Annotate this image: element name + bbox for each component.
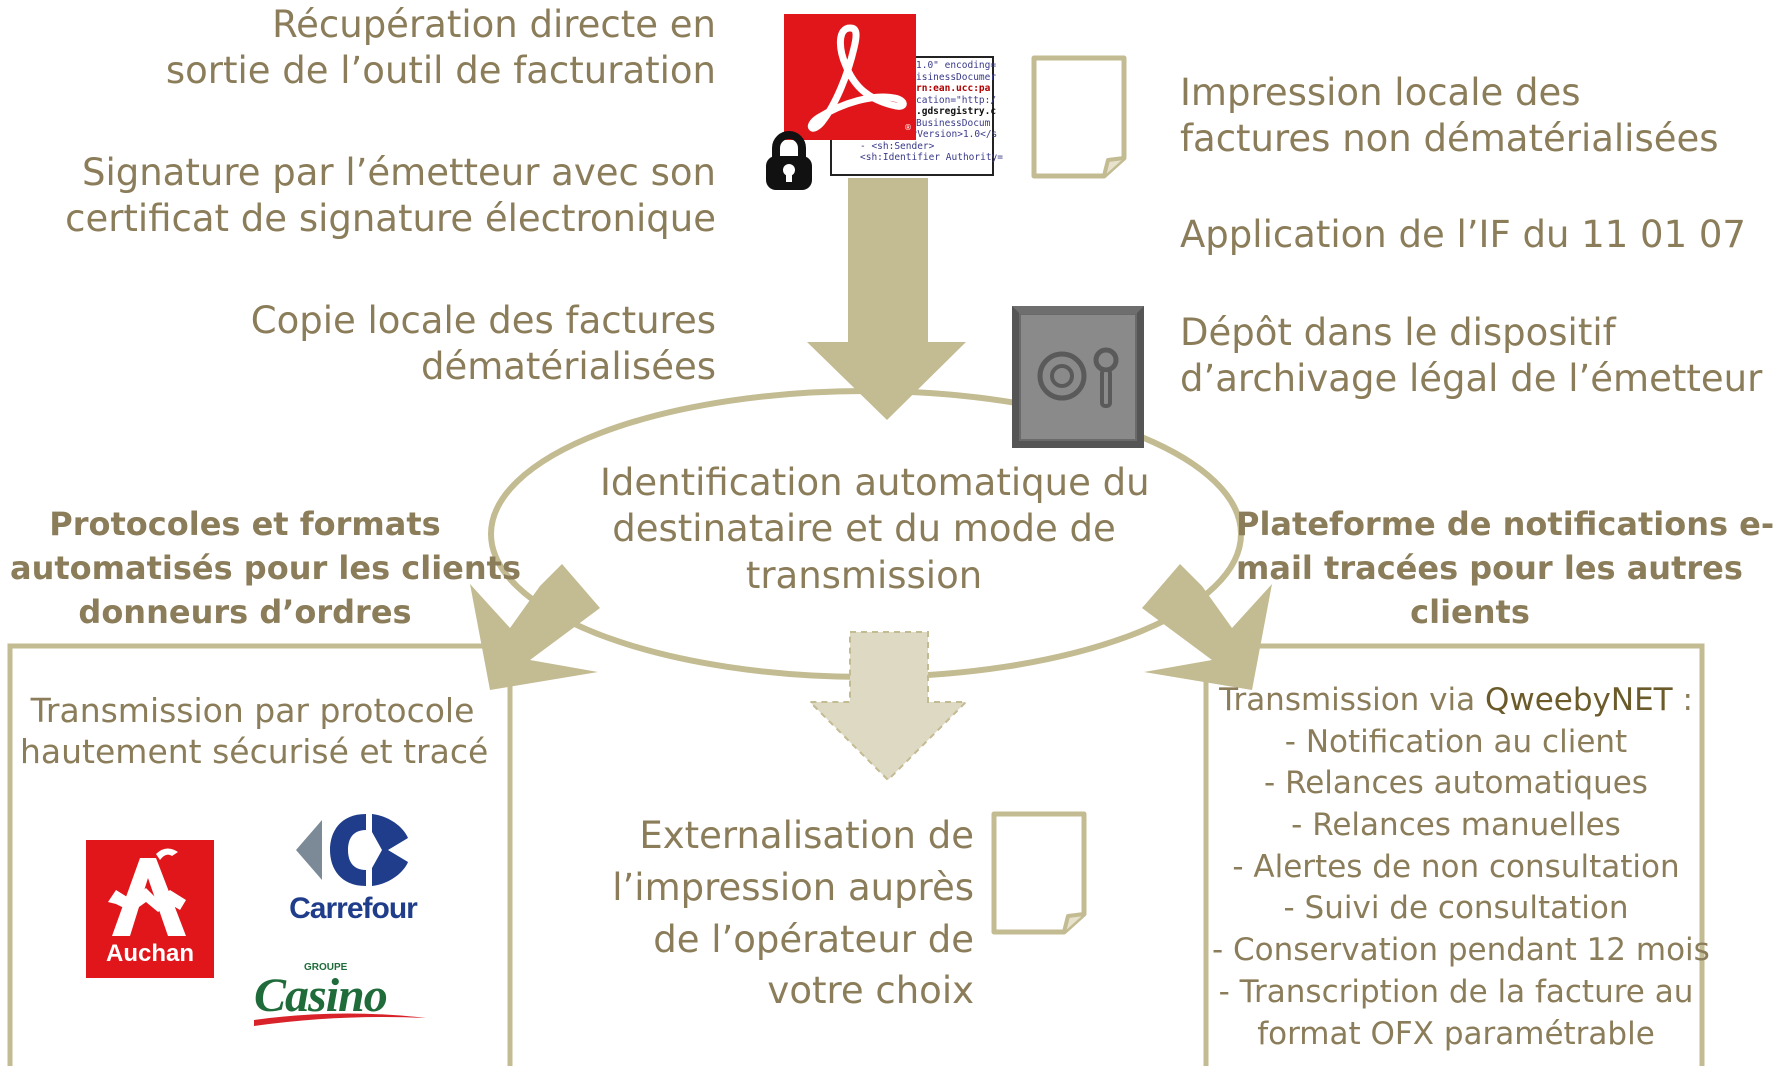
externalisation-line-4: votre choix	[767, 969, 974, 1013]
main-down-arrow	[807, 178, 966, 420]
left-branch-title: Protocoles et formats automatisés pour l…	[10, 502, 521, 634]
recuperation-line-2: sortie de l’outil de facturation	[165, 49, 716, 93]
feature-list-item: - Relances manuelles	[1291, 807, 1621, 844]
left-transmission-line-2: hautement sécurisé et tracé	[20, 732, 489, 772]
right-branch-box	[1240, 643, 1705, 1066]
acrobat-pdf-icon: ®	[784, 14, 916, 140]
blank-document-icon-bottom	[990, 810, 1088, 936]
left-title-line-3: donneurs d’ordres	[78, 593, 412, 632]
left-branch-box	[7, 643, 490, 1066]
feature-list-item: - Relances automatiques	[1264, 765, 1648, 802]
xml-line: BusinessDocum	[916, 117, 991, 129]
application-text: Application de l’IF du 11 01 07	[1180, 213, 1746, 256]
safe-vault-icon	[1010, 304, 1146, 450]
blank-document-icon	[991, 811, 1087, 935]
auchan-wordmark: Auchan	[105, 940, 194, 967]
feature-list-item: format OFX paramétrable	[1257, 1015, 1655, 1052]
feature-list-item: - Suivi de consultation	[1283, 890, 1629, 927]
padlock-icon	[764, 130, 814, 192]
signature-line-2: certificat de signature électronique	[65, 197, 716, 241]
right-branch-arrow	[1142, 564, 1272, 690]
diagram-shapes	[7, 178, 1705, 1066]
signature-text: Signature par l’émetteur avec son certif…	[65, 150, 716, 243]
left-transmission-text: Transmission par protocole hautement séc…	[20, 690, 489, 773]
depot-text: Dépôt dans le dispositif d’archivage lég…	[1180, 310, 1762, 403]
left-branch-arrow	[470, 564, 600, 690]
identification-text: Identification automatique du destinatai…	[600, 460, 1150, 599]
xml-line: rn:ean.ucc:pa	[916, 83, 991, 94]
impression-line-1: Impression locale des	[1180, 71, 1581, 114]
impression-line-2: factures non dématérialisées	[1180, 117, 1719, 161]
copie-line-2: dématérialisées	[420, 345, 716, 389]
transmission-suffix: :	[1672, 682, 1693, 718]
right-transmission-header: Transmission via QweebyNET :	[1212, 680, 1700, 722]
depot-line-1: Dépôt dans le dispositif	[1180, 311, 1616, 354]
svg-text:®: ®	[904, 123, 912, 132]
xml-line: isinessDocumer	[916, 71, 997, 83]
recuperation-text: Récupération directe en sortie de l’outi…	[166, 2, 716, 95]
left-title-line-1: Protocoles et formats	[49, 505, 441, 543]
xml-line: .gdsregistry.c	[916, 106, 997, 117]
impression-text: Impression locale des factures non démat…	[1180, 70, 1719, 163]
right-title-line-2: mail tracées pour les autres	[1236, 549, 1743, 588]
xml-snippet-lower: <sh:HeaderVersion>1.0</s - <sh:Sender> <…	[860, 129, 1003, 164]
right-title-line-3: clients	[1410, 593, 1530, 632]
blank-document-icon	[1031, 55, 1127, 179]
casino-groupe-label: GROUPE	[304, 962, 348, 973]
feature-list-item: - Alertes de non consultation	[1232, 848, 1680, 885]
casino-swoosh-icon	[254, 1013, 426, 1026]
casino-wordmark: Casino	[254, 969, 388, 1022]
qweebynet-brand: QweebyNET	[1484, 682, 1673, 718]
feature-list-item: - Conservation pendant 12 mois	[1212, 932, 1710, 969]
xml-line: 1.0" encoding=	[916, 60, 997, 71]
feature-list-item: - Notification au client	[1284, 723, 1628, 760]
xml-line: <sh:Identifier Authority=	[860, 152, 1003, 163]
carrefour-wordmark: Carrefour	[289, 892, 418, 925]
right-title-line-1: Plateforme de notifications e-	[1236, 505, 1774, 543]
xml-snippet: 1.0" encoding= isinessDocumer rn:ean.ucc…	[916, 60, 997, 129]
auchan-logo: Auchan	[86, 840, 214, 978]
identification-line-3: transmission	[745, 553, 983, 597]
externalisation-line-2: l’impression auprès	[612, 865, 974, 909]
identification-line-2: destinataire et du mode de	[612, 507, 1116, 551]
carrefour-symbol-icon	[296, 814, 408, 886]
left-transmission-line-1: Transmission par protocole	[30, 691, 475, 730]
safe-shape	[1012, 306, 1144, 448]
xml-line: - <sh:Sender>	[860, 140, 935, 152]
auchan-bird-icon	[108, 848, 186, 936]
externalisation-line-1: Externalisation de	[639, 814, 974, 857]
acrobat-logo-icon: ®	[807, 24, 912, 132]
xml-line: <sh:HeaderVersion>1.0</s	[860, 129, 998, 140]
middle-dashed-arrow	[807, 631, 969, 782]
feature-list-item: - Transcription de la facture au	[1218, 973, 1694, 1010]
recuperation-line-1: Récupération directe en	[272, 3, 716, 46]
left-title-line-2: automatisés pour les clients	[10, 549, 521, 588]
copie-text: Copie locale des factures dématérialisée…	[251, 298, 716, 391]
carrefour-logo: Carrefour	[278, 808, 428, 928]
identification-line-1: Identification automatique du	[600, 461, 1150, 504]
casino-logo: GROUPE Casino	[250, 962, 430, 1028]
depot-line-2: d’archivage légal de l’émetteur	[1180, 357, 1763, 401]
externalisation-line-3: de l’opérateur de	[653, 917, 974, 961]
copie-line-1: Copie locale des factures	[250, 299, 716, 342]
right-transmission-block: Transmission via QweebyNET : - Notificat…	[1212, 680, 1710, 1055]
right-branch-title: Plateforme de notifications e- mail trac…	[1236, 502, 1774, 634]
xml-line: cation="http:/	[916, 94, 997, 106]
blank-document-icon-top	[1030, 54, 1128, 180]
signature-line-1: Signature par l’émetteur avec son	[81, 151, 716, 194]
padlock-shape	[766, 131, 812, 190]
externalisation-text: Externalisation de l’impression auprès d…	[612, 810, 974, 1017]
transmission-prefix: Transmission via	[1219, 682, 1485, 718]
